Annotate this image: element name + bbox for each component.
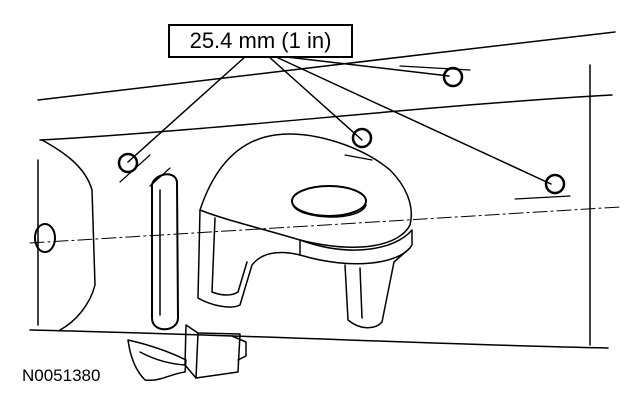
bracket-left-leg (197, 209, 301, 308)
measure-point-3 (442, 66, 464, 88)
hatch-2 (149, 167, 171, 187)
bracket-hole-wall (292, 204, 367, 218)
bracket-right-leg-inner (359, 267, 363, 319)
bracket-left-leg-inner (211, 217, 248, 296)
leader-line-4 (277, 55, 450, 77)
frame-rail-top-edge (37, 31, 616, 101)
clip-strap-fold (139, 351, 186, 366)
center-line (29, 206, 621, 244)
bracket (197, 133, 413, 329)
hatch-1 (119, 154, 151, 183)
hatch-5 (514, 195, 571, 200)
leader-line-1 (127, 55, 247, 163)
bracket-right-leg (344, 247, 411, 329)
bracket-top (199, 133, 412, 248)
frame-hole (34, 223, 56, 253)
bracket-hole (291, 185, 367, 217)
clip-strap (127, 339, 187, 382)
frame-rail-end-left (41, 139, 96, 331)
figure-id: N0051380 (22, 366, 101, 385)
clip-tab (231, 335, 247, 361)
measure-point-4 (544, 173, 566, 195)
frame-rail (29, 31, 616, 349)
hatch-3 (344, 154, 373, 161)
lower-clip (127, 324, 247, 382)
measure-point-2 (351, 127, 373, 149)
surface-marks (119, 65, 571, 200)
bracket-top-front (299, 229, 413, 265)
slot-hole (150, 173, 179, 331)
clip-body (184, 324, 241, 379)
frame-rail-upper-edge (39, 94, 613, 141)
frame-rail-lower-edge (29, 329, 609, 349)
dimension-callout: 25.4 mm (1 in) (168, 24, 353, 58)
measure-point-1 (117, 152, 139, 174)
clip-spine (195, 332, 199, 379)
hatch-4 (399, 65, 471, 71)
leader-line-3 (273, 55, 552, 185)
measurement-points (117, 66, 566, 195)
leader-line-2 (267, 55, 363, 141)
callout-leaders (127, 55, 552, 185)
